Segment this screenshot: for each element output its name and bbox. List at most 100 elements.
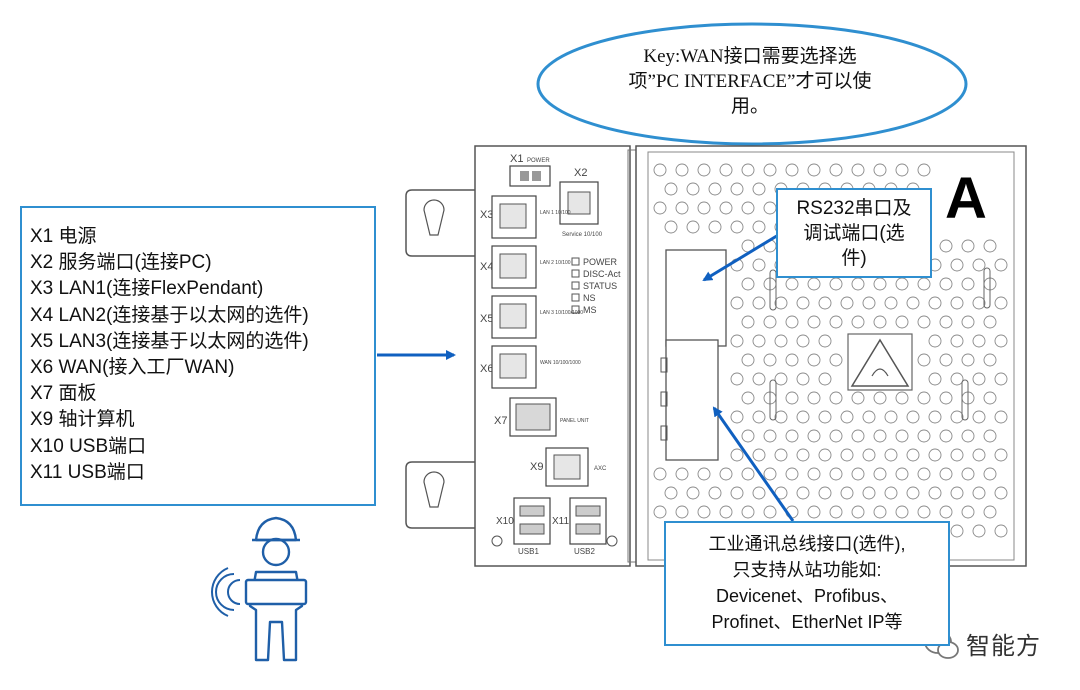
vent-hole [895, 163, 909, 177]
led-label: STATUS [583, 281, 617, 291]
vent-hole [994, 296, 1008, 310]
vent-hole [697, 505, 711, 519]
power-label: POWER [527, 158, 550, 164]
vent-hole [686, 182, 700, 196]
legend-item: X2 服务端口(连接PC) [30, 252, 212, 274]
vent-hole [917, 163, 931, 177]
vent-hole [785, 277, 799, 291]
vent-hole [939, 467, 953, 481]
vent-hole [917, 467, 931, 481]
x5-label: X5 [480, 313, 493, 325]
vent-hole [829, 353, 843, 367]
vent-hole [664, 220, 678, 234]
vent-hole [851, 315, 865, 329]
vent-hole [906, 448, 920, 462]
vent-hole [873, 429, 887, 443]
vent-hole [950, 372, 964, 386]
vent-hole [917, 505, 931, 519]
vent-hole [774, 334, 788, 348]
vent-hole [807, 353, 821, 367]
vent-hole [807, 505, 821, 519]
vent-hole [994, 486, 1008, 500]
vent-hole [873, 315, 887, 329]
power-connector [509, 165, 551, 187]
vent-hole [807, 429, 821, 443]
vent-hole [818, 372, 832, 386]
vent-hole [950, 296, 964, 310]
vent-hole [741, 315, 755, 329]
vent-hole [774, 410, 788, 424]
x2-label: X2 [574, 167, 587, 179]
vent-hole [851, 429, 865, 443]
led-label: DISC-Act [583, 269, 621, 279]
vent-hole [906, 486, 920, 500]
vent-hole [829, 277, 843, 291]
vent-hole [741, 277, 755, 291]
vent-hole [851, 467, 865, 481]
section-letter: A [945, 166, 987, 231]
vent-hole [862, 448, 876, 462]
vent-hole [840, 410, 854, 424]
legend-item: X4 LAN2(连接基于以太网的选件) [30, 304, 309, 326]
vent-hole [972, 258, 986, 272]
vent-hole [983, 467, 997, 481]
watermark-text: 智能方 [966, 632, 1041, 660]
vent-hole [851, 505, 865, 519]
vent-hole [818, 486, 832, 500]
vent-hole [829, 163, 843, 177]
vent-hole [774, 372, 788, 386]
panel-unit-label: PANEL UNIT [560, 418, 589, 424]
vent-hole [961, 467, 975, 481]
esd-warning-icon [847, 333, 913, 391]
vent-hole [895, 277, 909, 291]
bus-note-line: Profinet、EtherNet IP等 [711, 612, 903, 632]
vent-hole [972, 486, 986, 500]
vent-hole [818, 448, 832, 462]
vent-hole [895, 391, 909, 405]
vent-hole [796, 334, 810, 348]
usb2-label: USB2 [574, 547, 595, 556]
legend-item: X6 WAN(接入工厂WAN) [30, 357, 235, 379]
vent-hole [983, 353, 997, 367]
bus-arrow [712, 406, 795, 522]
vent-hole [785, 429, 799, 443]
vent-hole [719, 505, 733, 519]
vent-hole [752, 372, 766, 386]
vent-hole [653, 467, 667, 481]
vent-hole [994, 372, 1008, 386]
vent-hole [807, 163, 821, 177]
vent-hole [730, 182, 744, 196]
vent-hole [851, 277, 865, 291]
vent-hole [763, 353, 777, 367]
status-leds: POWER DISC-Act STATUS NS MS [571, 257, 621, 315]
vent-hole [873, 467, 887, 481]
vent-hole [961, 277, 975, 291]
legend-item: X5 LAN3(连接基于以太网的选件) [30, 330, 309, 352]
vent-hole [928, 334, 942, 348]
x9-label: X9 [530, 461, 543, 473]
rs232-port-area [665, 249, 727, 347]
vent-hole [961, 239, 975, 253]
key-note-line: 用。 [730, 96, 769, 117]
vent-hole [917, 277, 931, 291]
vent-hole [906, 410, 920, 424]
vent-hole [961, 505, 975, 519]
vent-hole [994, 410, 1008, 424]
vent-hole [983, 315, 997, 329]
led-label: POWER [583, 257, 618, 267]
key-note-ellipse [536, 22, 968, 146]
vent-hole [763, 163, 777, 177]
vent-hole [796, 486, 810, 500]
vent-hole [983, 505, 997, 519]
vent-hole [785, 353, 799, 367]
vent-hole [917, 429, 931, 443]
vent-hole [741, 201, 755, 215]
lan1-label: LAN 1 10/100 [540, 210, 571, 216]
mount-bracket-top [405, 189, 475, 257]
vent-hole [928, 372, 942, 386]
vent-hole [774, 448, 788, 462]
port-legend-box: X1 电源 X2 服务端口(连接PC) X3 LAN1(连接FlexPendan… [20, 206, 376, 506]
usb1-port [513, 497, 551, 545]
service-label: Service 10/100 [562, 232, 603, 238]
led-label: MS [583, 305, 597, 315]
